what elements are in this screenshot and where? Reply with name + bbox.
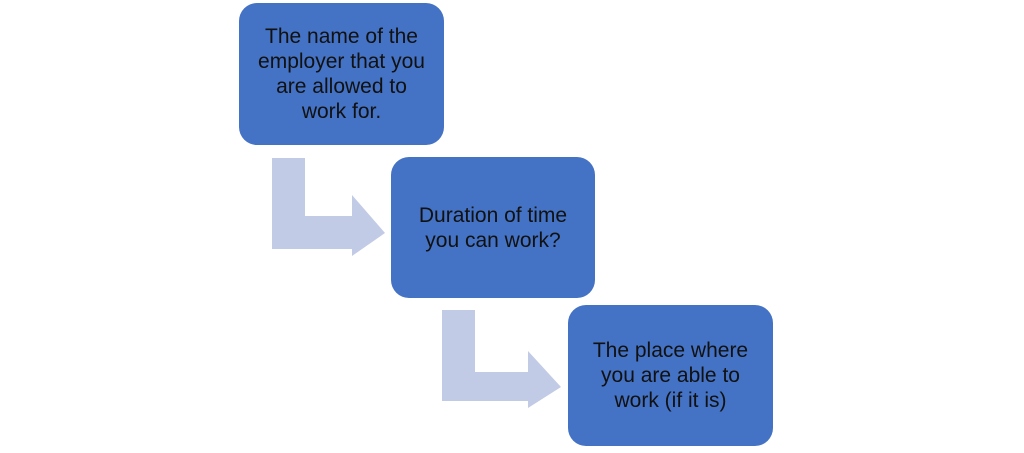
step-box-work-duration: Duration of time you can work? (391, 157, 595, 298)
bent-arrow-icon-2 (442, 310, 561, 408)
step-box-employer-name: The name of the employer that you are al… (239, 3, 444, 145)
bent-arrow-icon-1 (272, 158, 385, 256)
step-box-work-place: The place where you are able to work (if… (568, 305, 773, 446)
step-label: Duration of time you can work? (418, 203, 568, 252)
step-label: The name of the employer that you are al… (258, 25, 425, 123)
step-label: The place where you are able to work (if… (592, 339, 749, 412)
